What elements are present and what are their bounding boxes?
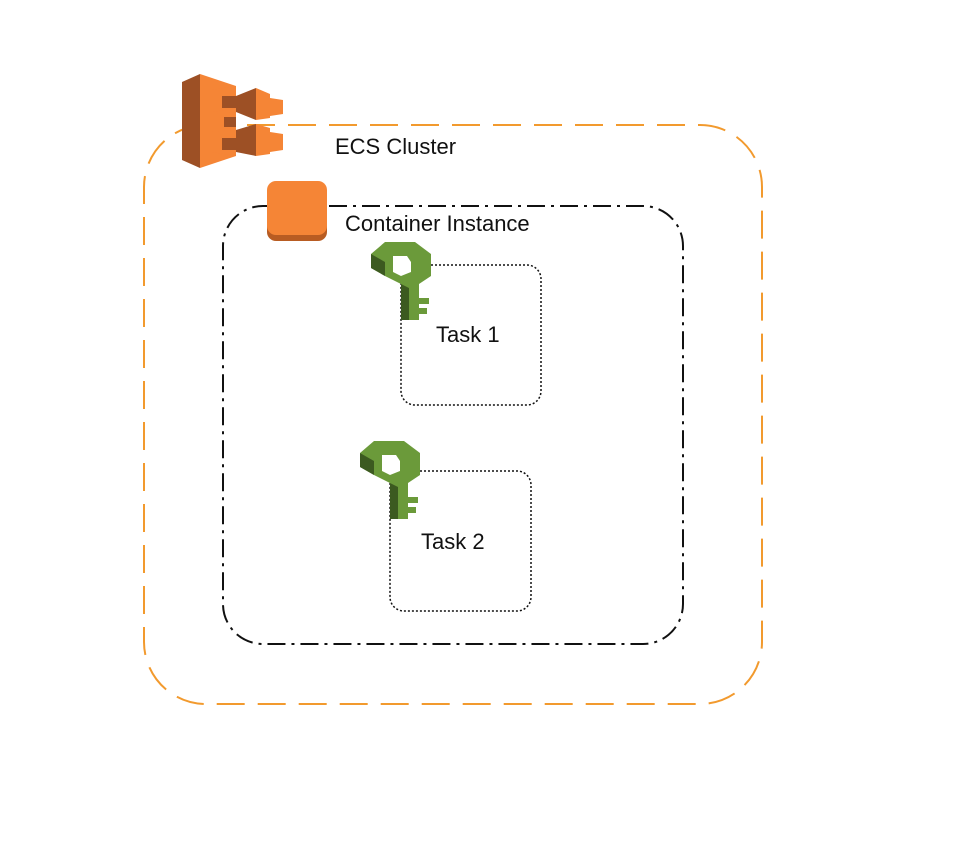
ecs-cluster-label: ECS Cluster (335, 134, 457, 159)
container-instance-boundary (222, 205, 684, 645)
task-1-label: Task 1 (436, 322, 500, 347)
task-2-label: Task 2 (421, 529, 485, 554)
task-1-boundary (400, 264, 542, 406)
task-icon (371, 242, 431, 320)
task-icon (360, 441, 420, 519)
ecs-icon (182, 74, 283, 168)
ecs-cluster-boundary (143, 124, 763, 705)
task-2-boundary (389, 470, 532, 612)
ec2-instance-icon (267, 181, 327, 241)
container-instance-label: Container Instance (345, 211, 530, 236)
